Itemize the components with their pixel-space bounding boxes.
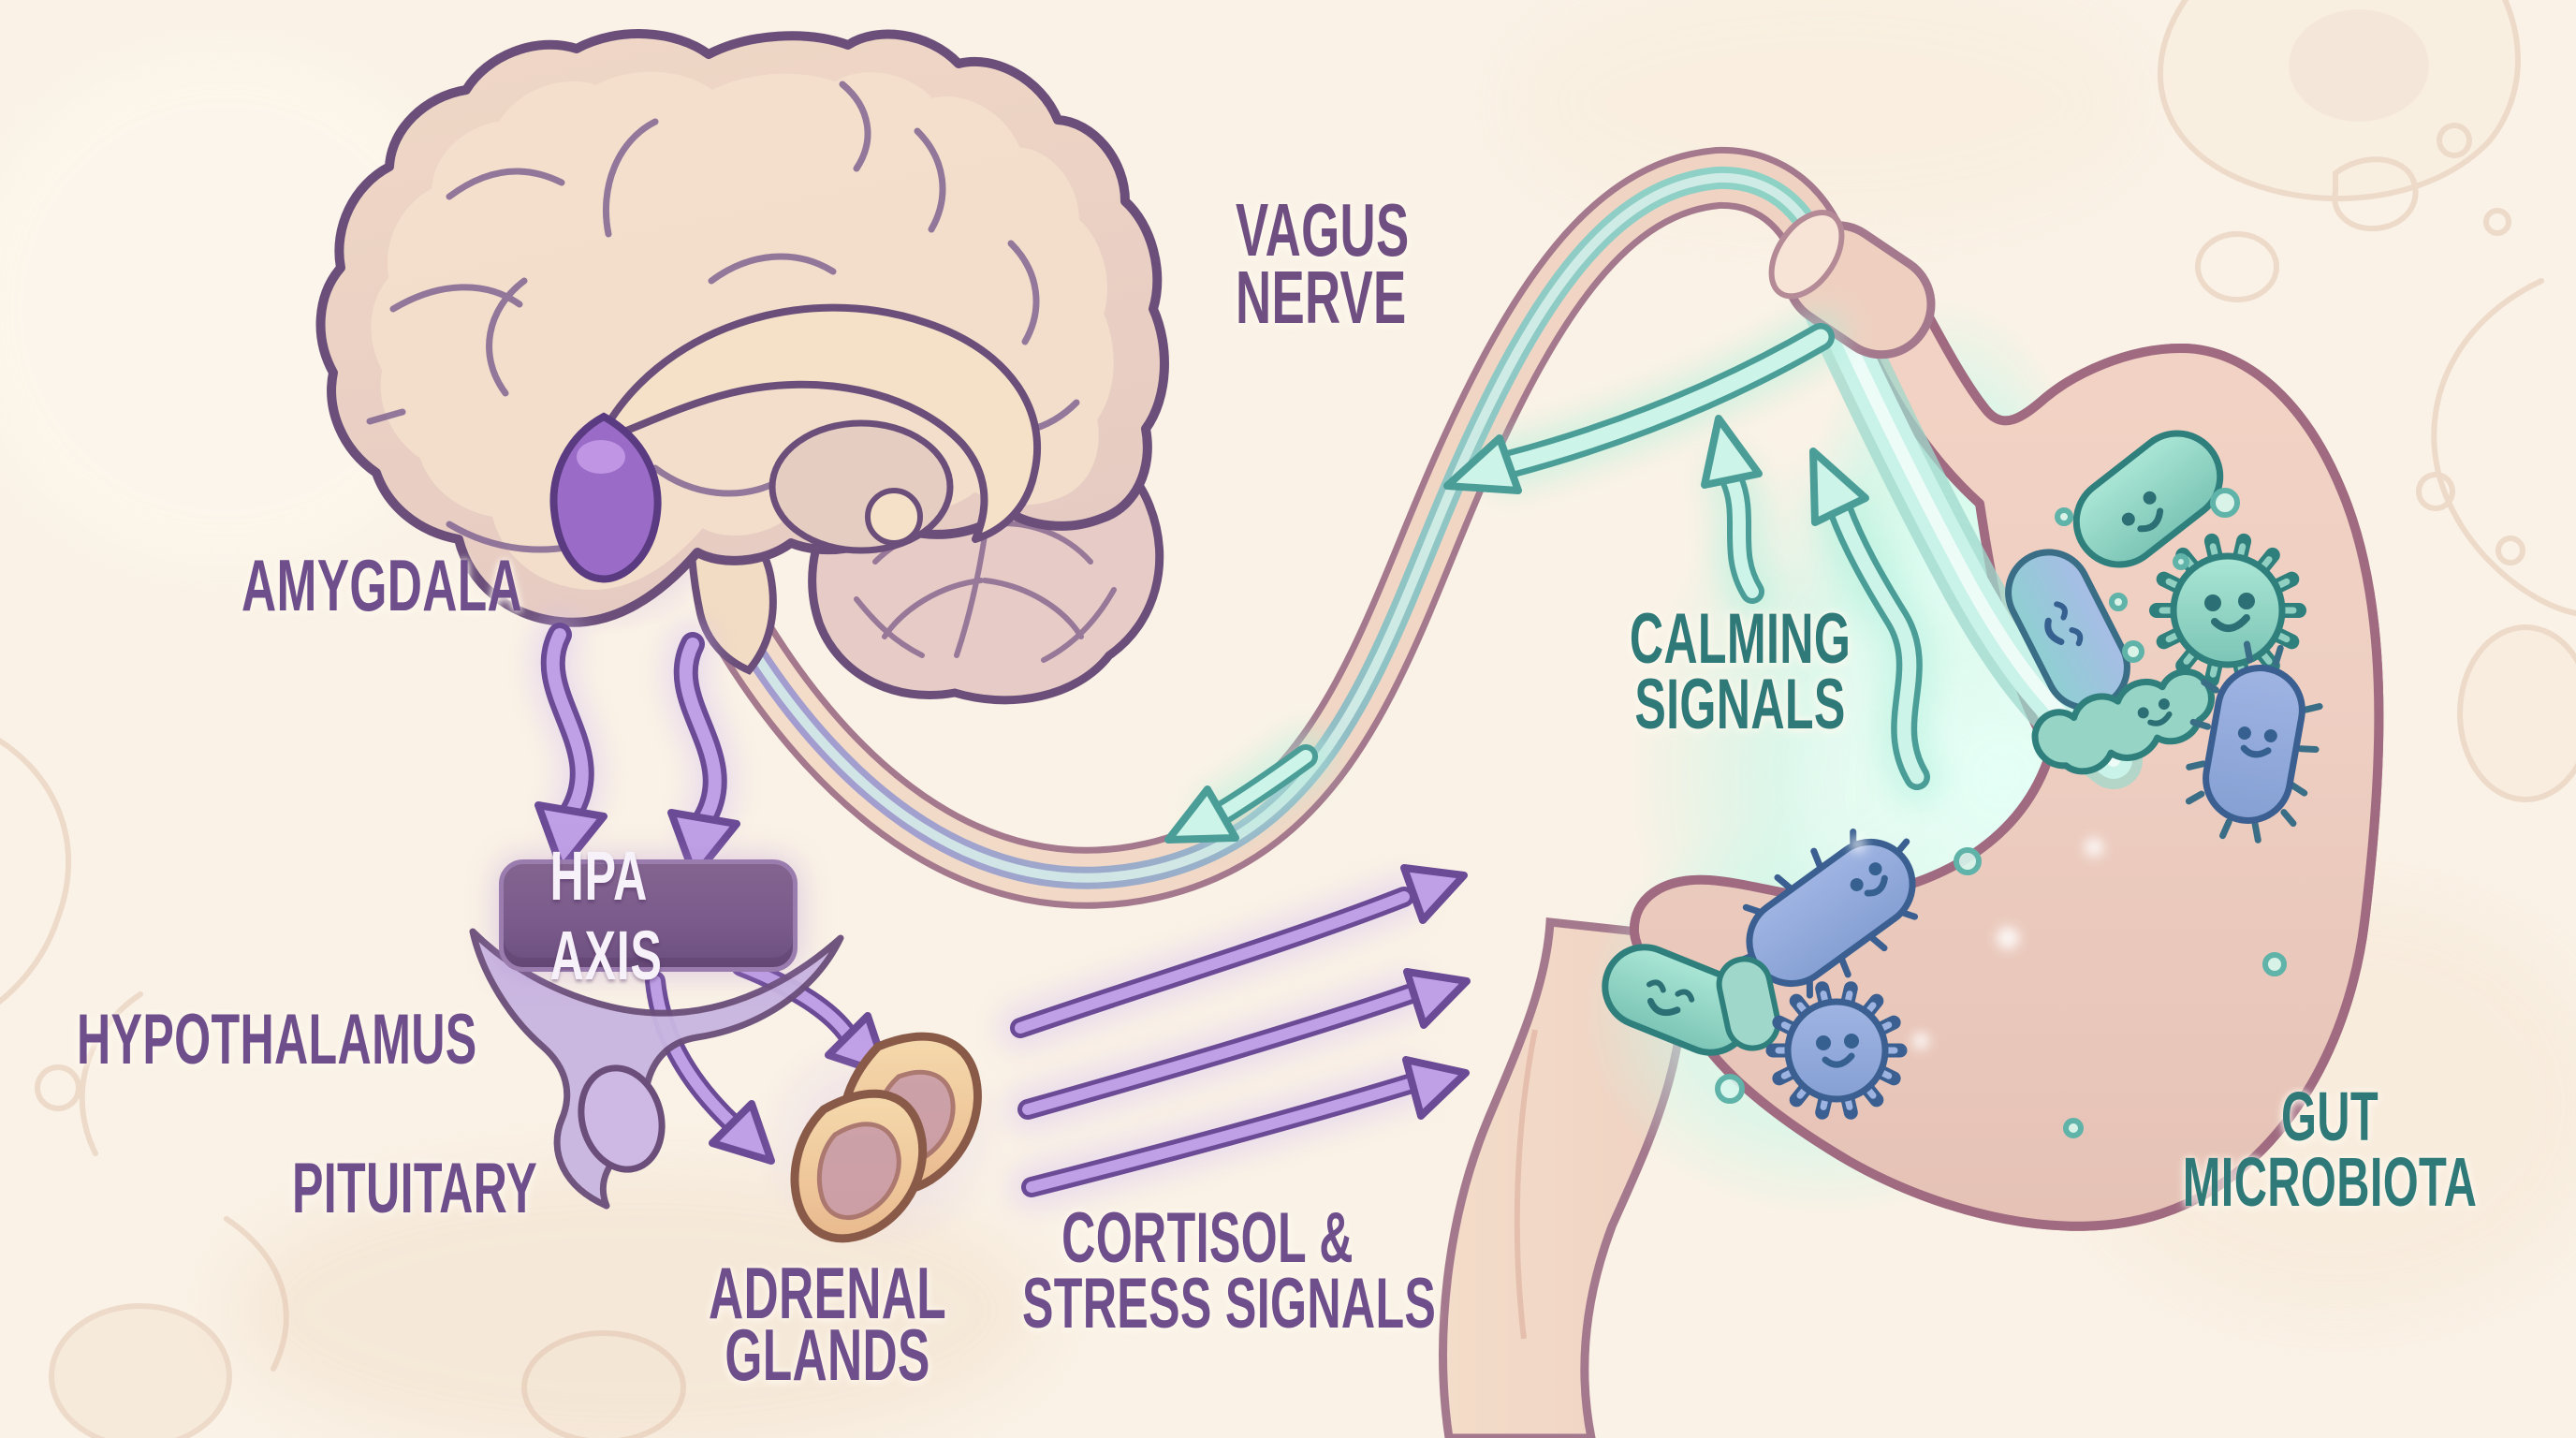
gyri-lines (366, 81, 1080, 553)
thalamus (768, 419, 954, 554)
brain (315, 29, 1169, 705)
label-gut-microbiota: GUT MICROBIOTA (2144, 1078, 2515, 1221)
glow-dots (1851, 837, 2103, 1049)
label-adrenal-line2: GLANDS (724, 1313, 930, 1396)
adrenal-gland-front (790, 1089, 928, 1243)
label-amygdala: AMYGDALA (242, 544, 523, 626)
label-hypothalamus: HYPOTHALAMUS (77, 1000, 477, 1079)
label-cortisol-line1: CORTISOL & (1061, 1198, 1354, 1278)
arrow-amygdala-to-hpa-2 (667, 632, 740, 880)
gut-microbes (1602, 430, 2323, 1138)
label-vagus-nerve: VAGUS NERVE (1236, 188, 1410, 339)
cortisol-arrow-3 (1021, 1056, 1470, 1197)
calming-arrow-to-brain (1443, 323, 1835, 494)
microbe-bean-icon (2072, 430, 2224, 568)
microbe-spiky-blue-icon (1773, 989, 1900, 1113)
corpus-callosum (595, 303, 1042, 554)
label-calming-line1: CALMING (1629, 599, 1852, 679)
label-vagus-line2: NERVE (1236, 256, 1407, 339)
microbe-spiky-icon (2157, 541, 2299, 680)
hpa-axis-badge: HPA AXIS (499, 837, 798, 994)
label-gut-line2: MICROBIOTA (2182, 1143, 2478, 1221)
label-adrenal-line1: ADRENAL (709, 1252, 946, 1334)
microbe-bean-cilia-icon (1735, 829, 1919, 999)
label-gut-line1: GUT (2280, 1078, 2379, 1155)
label-cortisol-stress-signals: CORTISOL & STRESS SIGNALS (1022, 1198, 1437, 1343)
microbe-bean-small-icon (1716, 956, 1781, 1051)
amygdala-shape (549, 412, 662, 583)
bubbles (1715, 488, 2287, 1138)
hypothalamus-pituitary (469, 928, 844, 1210)
arrow-amygdala-to-hpa-1 (534, 623, 607, 873)
label-vagus-line1: VAGUS (1236, 188, 1410, 271)
microbe-capsule-cilia-icon (2185, 640, 2323, 844)
label-calming-signals: CALMING SIGNALS (1555, 599, 1925, 744)
calming-arrow-nerve-lower (1164, 744, 1318, 844)
calming-arrow-up-esophagus (1809, 448, 1930, 790)
microbe-wavy-rod-icon (2031, 668, 2215, 775)
adrenal-glands (749, 1025, 1011, 1250)
cortisol-arrow-2 (1017, 968, 1471, 1120)
calming-arrow-up-fundus (1701, 415, 1764, 604)
vagus-nerve-tube (713, 147, 1856, 909)
label-pituitary: PITUITARY (292, 1149, 538, 1228)
label-adrenal-glands: ADRENAL GLANDS (642, 1252, 1013, 1396)
stress-arrows (530, 612, 1471, 1210)
pituitary-gland (578, 1064, 666, 1173)
label-cortisol-line2: STRESS SIGNALS (1022, 1264, 1437, 1343)
hpa-axis-badge-label: HPA AXIS (549, 837, 663, 994)
label-calming-line2: SIGNALS (1634, 665, 1846, 744)
cortisol-arrow-1 (1010, 864, 1468, 1038)
calming-arrows (1164, 310, 1944, 844)
